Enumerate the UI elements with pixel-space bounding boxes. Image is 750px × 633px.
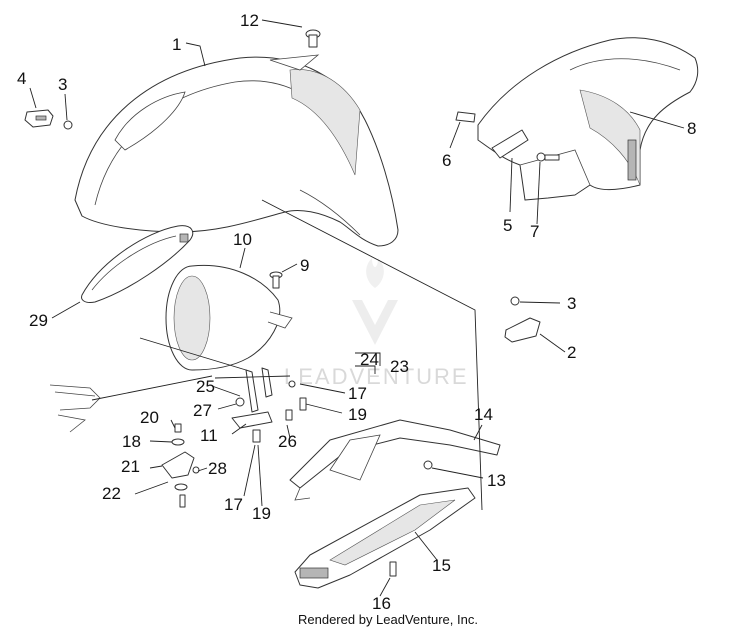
assembly-lines [91,199,483,511]
callout-29: 29 [29,311,48,330]
washer-3-right [510,296,520,306]
callout-6: 6 [442,151,451,170]
callout-1: 1 [172,35,181,54]
bracket-small [161,423,200,508]
callout-21: 21 [121,457,140,476]
callout-22: 22 [102,484,121,503]
callout-7: 7 [530,222,539,241]
rear-fender [477,37,699,201]
footer-credit: Rendered by LeadVenture, Inc. [298,612,478,627]
callout-19-upper: 19 [348,405,367,424]
callout-3-right: 3 [567,294,576,313]
callout-26: 26 [278,432,297,451]
callout-14: 14 [474,405,493,424]
headlight-bracket [231,367,307,443]
callout-28: 28 [208,459,227,478]
callout-labels: 1 12 4 3 6 5 7 8 10 9 3 2 29 24 23 25 27… [17,11,696,613]
support-frame-14 [289,419,501,501]
callout-24: 24 [360,350,379,369]
washer-3-left [63,120,73,130]
clip-2 [504,317,541,343]
callout-15: 15 [432,556,451,575]
screw-16 [389,561,397,577]
bracket-5 [491,129,529,159]
callout-13: 13 [487,471,506,490]
clip-6 [455,111,476,123]
watermark-logo [352,258,398,345]
callout-11: 11 [200,426,218,445]
lens-29 [81,225,194,303]
callout-23: 23 [390,357,409,376]
clip-4 [24,109,54,128]
front-fender [74,54,399,247]
callout-4: 4 [17,69,26,88]
callout-25: 25 [196,377,215,396]
bolt-7 [536,152,560,162]
callout-18: 18 [122,432,141,451]
screw-9 [269,271,283,289]
leader-lines [29,19,685,597]
callout-2: 2 [567,343,576,362]
callout-19-lower: 19 [252,504,271,523]
lower-tray-15 [294,487,476,589]
callout-27: 27 [193,401,212,420]
headlight-10 [165,264,293,371]
callout-5: 5 [503,216,512,235]
callout-17-upper: 17 [348,384,367,403]
callout-20: 20 [140,408,159,427]
callout-16: 16 [372,594,391,613]
callout-12: 12 [240,11,259,30]
callout-3-left: 3 [58,75,67,94]
callout-10: 10 [233,230,252,249]
callout-8: 8 [687,119,696,138]
callout-9: 9 [300,256,309,275]
callout-17-lower: 17 [224,495,243,514]
bolt-12 [305,29,321,48]
mounting-wire [49,384,101,433]
